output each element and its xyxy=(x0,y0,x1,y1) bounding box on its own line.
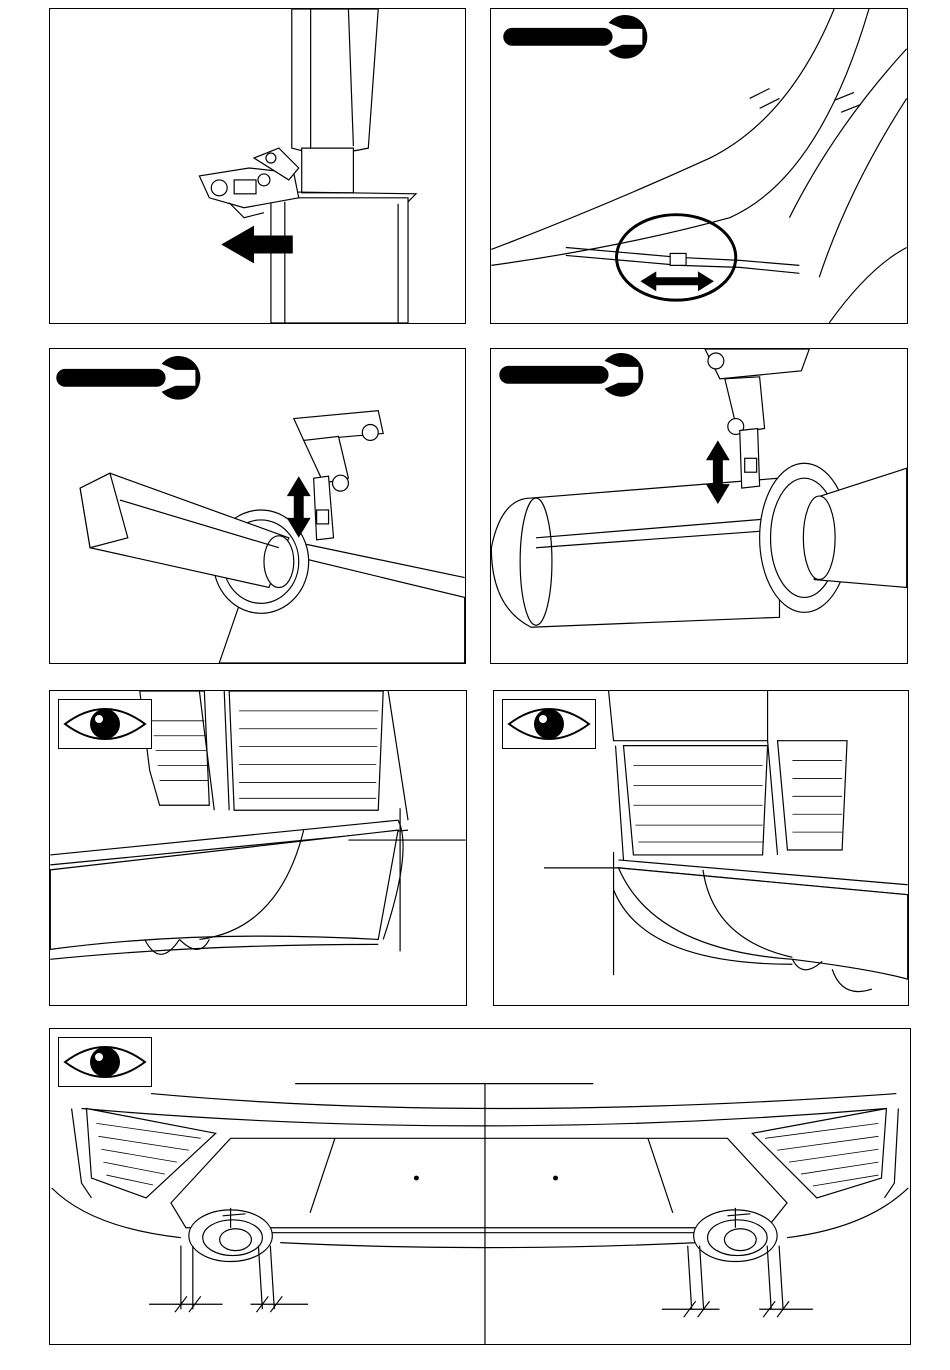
panel-3-hanger-vertical-left xyxy=(49,348,466,664)
eye-icon xyxy=(59,700,151,748)
wrench-icon xyxy=(503,15,647,59)
hanger-removal-illustration xyxy=(50,9,465,323)
clamp-adjust-illustration xyxy=(491,9,907,323)
inspect-badge xyxy=(58,1037,152,1087)
panel-5-inspect-left xyxy=(49,690,467,1006)
inspect-badge xyxy=(58,699,152,749)
rear-view-illustration xyxy=(50,1029,910,1344)
panel-6-inspect-right xyxy=(493,690,909,1006)
double-arrow-horizontal-icon xyxy=(640,271,714,291)
hanger-vertical-left-illustration xyxy=(50,349,465,663)
wrench-icon xyxy=(499,353,643,397)
eye-icon xyxy=(59,1038,151,1086)
hanger-vertical-right-illustration xyxy=(491,349,907,663)
wrench-icon xyxy=(56,356,200,400)
panel-4-hanger-vertical-right xyxy=(490,348,908,664)
panel-7-inspect-rear xyxy=(49,1028,911,1345)
panel-2-clamp-adjust xyxy=(490,8,908,324)
inspect-badge xyxy=(502,699,596,749)
eye-icon xyxy=(503,700,595,748)
panel-1-hanger-removal xyxy=(49,8,466,324)
